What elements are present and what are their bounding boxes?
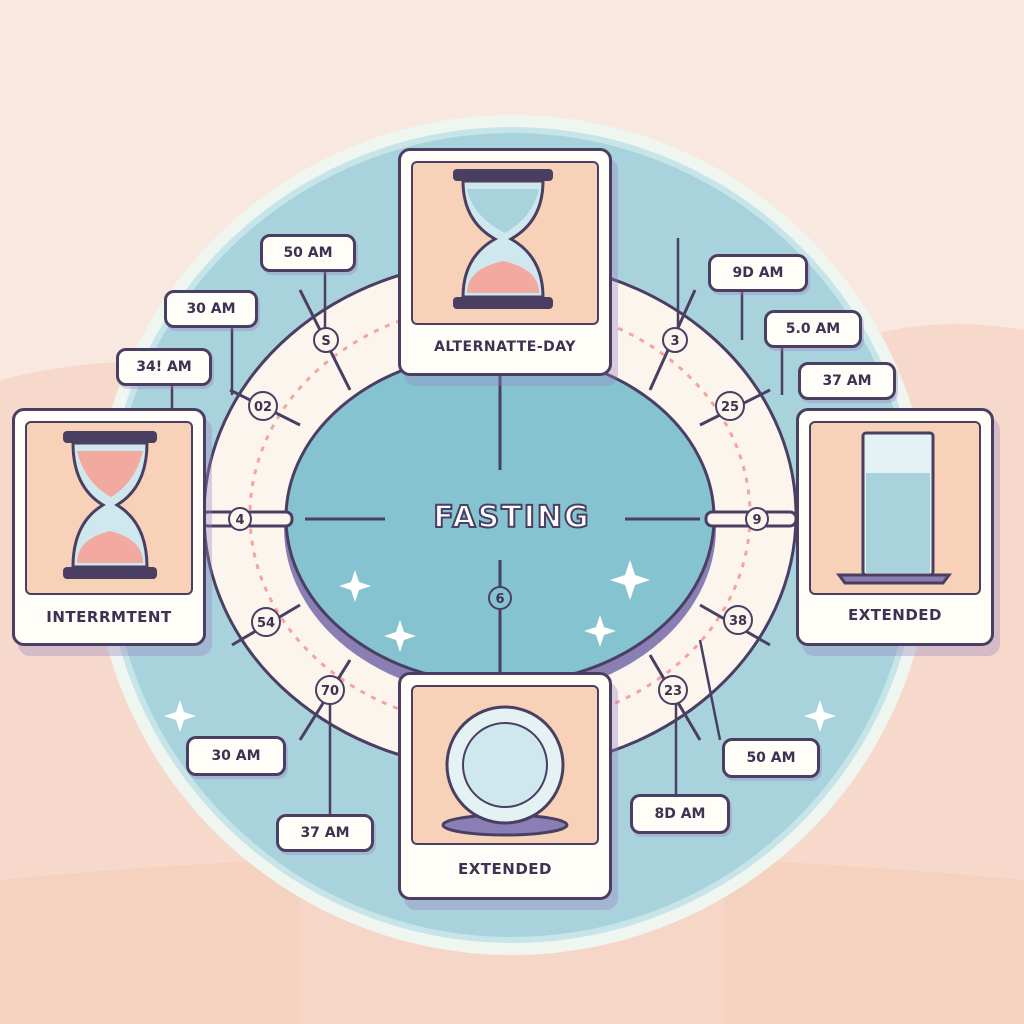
card-extended-water[interactable]: EXTENDED [796,408,994,646]
time-pill: 37 AM [276,814,374,852]
time-pill: 8D AM [630,794,730,834]
dial-number: 25 [721,400,739,415]
card-alternate-day[interactable]: ALTERNATTE-DAY [398,148,612,376]
time-pill: 9D AM [708,254,808,292]
time-pill: 30 AM [164,290,258,328]
dial-number: 4 [235,513,244,528]
dial-number: 9 [752,513,761,528]
time-pill: 50 AM [260,234,356,272]
dial-number: 6 [495,592,504,607]
hourglass-icon [453,169,553,309]
dial-number: 3 [670,334,679,349]
card-label: EXTENDED [458,860,552,878]
card-intermittent[interactable]: INTERRMTENT [12,408,206,646]
water-glass-icon [836,431,952,585]
time-pill: 30 AM [186,736,286,776]
card-label: INTERRMTENT [46,608,172,626]
time-pill: 5.0 AM [764,310,862,348]
time-pill: 50 AM [722,738,820,778]
hourglass-icon [63,431,157,579]
card-label: EXTENDED [848,606,942,624]
dial-number: 23 [664,684,682,699]
center-crosshair [305,360,700,690]
plate-icon [441,705,569,837]
dial-number: 70 [321,684,339,699]
time-pill: 37 AM [798,362,896,400]
card-label: ALTERNATTE-DAY [434,339,576,355]
dial-number: S [321,334,330,349]
dial-number: 02 [254,400,272,415]
center-title: FASTING [432,499,591,536]
card-extended-plate[interactable]: EXTENDED [398,672,612,900]
dial-number: 54 [257,616,275,631]
dial-ring [202,258,798,772]
dial-number: 38 [729,614,747,629]
dial-number-markers: S 02 4 54 70 6 3 25 9 38 23 [228,327,769,705]
time-pill: 34! AM [116,348,212,386]
